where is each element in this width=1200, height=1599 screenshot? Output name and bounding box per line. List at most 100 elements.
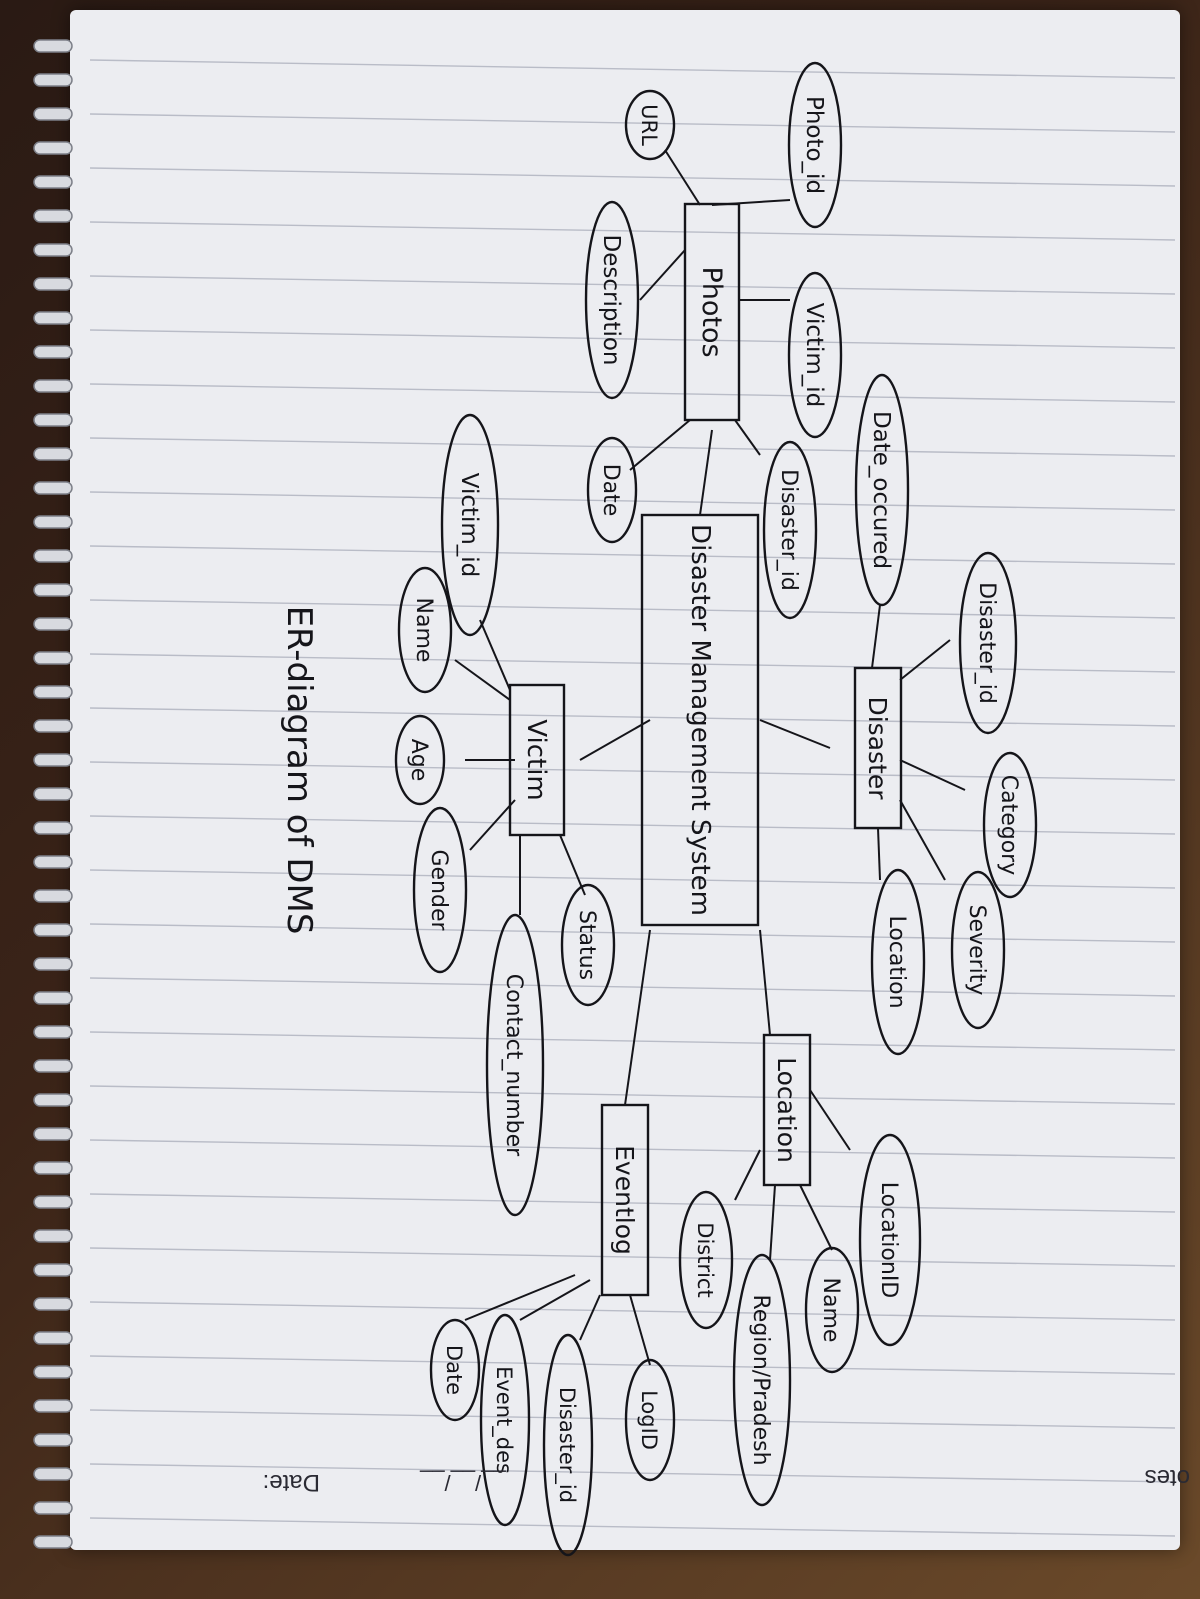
connector-line xyxy=(734,1149,761,1201)
date-slots: __/__/__ xyxy=(419,1470,506,1495)
spiral-ring xyxy=(33,481,73,495)
spiral-ring xyxy=(33,209,73,223)
entity-disaster: Disaster xyxy=(853,666,903,830)
connector-line xyxy=(579,1294,601,1341)
attr-eventlog-event-des-label: Event_des xyxy=(491,1366,516,1474)
ruled-line xyxy=(89,545,1176,565)
diagram-edges xyxy=(454,149,966,1366)
central-entity-label: Disaster Management System xyxy=(685,524,715,916)
spiral-ring xyxy=(33,1059,73,1073)
attr-eventlog-date-label: Date xyxy=(442,1345,466,1395)
spiral-ring xyxy=(33,243,73,257)
attr-photos-description-label: Description xyxy=(598,235,624,366)
spiral-ring xyxy=(33,957,73,971)
attr-photos-url-label: URL xyxy=(637,104,661,146)
attr-eventlog-log-id: LogID xyxy=(624,1358,676,1482)
ruled-line xyxy=(89,1355,1176,1375)
ruled-line xyxy=(89,1193,1176,1213)
connector-line xyxy=(734,419,761,456)
ruled-line xyxy=(89,1031,1176,1051)
connector-line xyxy=(871,604,881,669)
spiral-ring xyxy=(33,1161,73,1175)
attr-victim-gender-label: Gender xyxy=(426,849,451,931)
notes-text: otes xyxy=(1145,1464,1190,1491)
connector-line xyxy=(809,1089,851,1151)
attr-victim-age-label: Age xyxy=(406,739,431,782)
connector-line xyxy=(769,1184,776,1261)
ruled-line xyxy=(89,167,1176,187)
attr-photos-disaster-id: Disaster_id xyxy=(762,440,818,620)
diagram-caption: ER-diagram of DMS xyxy=(279,606,319,935)
ruled-line xyxy=(89,113,1176,133)
spiral-ring xyxy=(33,447,73,461)
attr-photos-photo-id-label: Photo_id xyxy=(801,96,827,194)
connector-line xyxy=(899,759,966,791)
spiral-ring xyxy=(33,277,73,291)
spiral-ring xyxy=(33,1467,73,1481)
spiral-ring xyxy=(33,549,73,563)
ruled-lines xyxy=(89,59,1176,1537)
connector-line xyxy=(464,1274,576,1321)
attr-photos-date-label: Date xyxy=(598,464,623,517)
attr-eventlog-event-des: Event_des xyxy=(479,1313,531,1527)
attr-disaster-location: Location xyxy=(870,868,926,1056)
spiral-ring xyxy=(33,753,73,767)
spiral-ring xyxy=(33,1365,73,1379)
attr-disaster-disaster-id-label: Disaster_id xyxy=(974,582,999,704)
attr-victim-status: Status xyxy=(560,883,616,1007)
attr-eventlog-log-id-label: LogID xyxy=(637,1390,661,1450)
spiral-ring xyxy=(33,107,73,121)
connector-line xyxy=(454,659,511,701)
ruled-line xyxy=(89,329,1176,349)
spiral-ring xyxy=(33,515,73,529)
spiral-ring xyxy=(33,1263,73,1277)
notes-label: otes xyxy=(1145,1464,1190,1491)
attr-victim-gender: Gender xyxy=(412,806,468,974)
spiral-ring xyxy=(33,73,73,87)
spiral-ring xyxy=(33,39,73,53)
ruled-line xyxy=(89,1463,1176,1483)
attr-location-district: District xyxy=(678,1190,734,1330)
attr-photos-url: URL xyxy=(624,89,676,161)
attr-eventlog-disaster-id: Disaster_id xyxy=(542,1333,594,1557)
attr-photos-victim-id: Victim_id xyxy=(787,271,843,439)
spiral-ring xyxy=(33,787,73,801)
entity-photos-label: Photos xyxy=(696,266,727,357)
ruled-line xyxy=(89,815,1176,835)
spiral-ring xyxy=(33,1501,73,1515)
ruled-line xyxy=(89,977,1176,997)
entity-location-label: Location xyxy=(772,1057,801,1163)
attr-victim-contact-number: Contact_number xyxy=(485,913,545,1217)
ruled-line xyxy=(89,707,1176,727)
ruled-line xyxy=(89,275,1176,295)
spiral-ring xyxy=(33,1025,73,1039)
entity-eventlog: Eventlog xyxy=(600,1103,650,1297)
connector-line xyxy=(759,929,771,1036)
attr-disaster-severity: Severity xyxy=(950,870,1006,1030)
attr-photos-description: Description xyxy=(584,200,640,400)
entity-victim: Victim xyxy=(508,683,566,837)
spiral-ring xyxy=(33,1195,73,1209)
ruled-line xyxy=(89,653,1176,673)
notebook-page xyxy=(70,10,1180,1550)
ruled-line xyxy=(89,221,1176,241)
ruled-line xyxy=(89,923,1176,943)
attr-disaster-date-occured-label: Date_occured xyxy=(868,411,894,569)
spiral-ring xyxy=(33,311,73,325)
attr-eventlog-disaster-id-label: Disaster_id xyxy=(554,1387,579,1503)
attr-victim-victim-id-label: Victim_id xyxy=(456,473,482,578)
spiral-ring xyxy=(33,175,73,189)
spiral-ring xyxy=(33,1433,73,1447)
ruled-line xyxy=(89,383,1176,403)
spiral-ring xyxy=(33,1093,73,1107)
spiral-ring xyxy=(33,855,73,869)
ruled-line xyxy=(89,869,1176,889)
spiral-ring xyxy=(33,1399,73,1413)
spiral-ring xyxy=(33,1229,73,1243)
spiral-ring xyxy=(33,719,73,733)
spiral-ring xyxy=(33,413,73,427)
entity-disaster-label: Disaster xyxy=(863,696,892,800)
ruled-line xyxy=(89,491,1176,511)
spiral-binding xyxy=(33,39,73,1549)
